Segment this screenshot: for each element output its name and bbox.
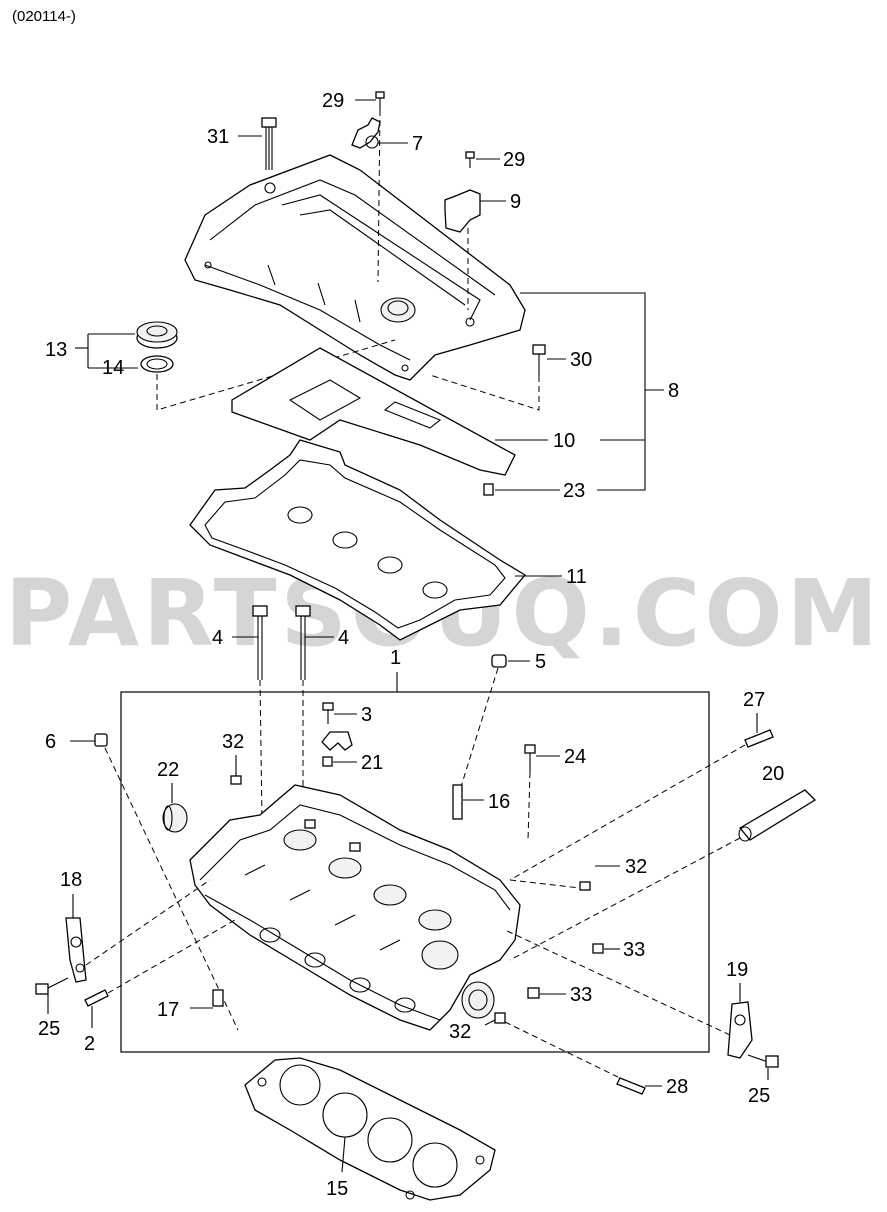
stud-icon xyxy=(212,989,224,1007)
cap-icon xyxy=(162,803,188,833)
bolt-icon xyxy=(295,605,311,680)
gasket-icon xyxy=(244,1057,496,1201)
callout-7: 7 xyxy=(412,133,423,155)
callout-29-top: 29 xyxy=(322,90,344,112)
callout-5: 5 xyxy=(535,651,546,673)
cylinder-head xyxy=(189,784,521,1031)
callout-20: 20 xyxy=(762,763,784,785)
callout-14: 14 xyxy=(102,357,124,379)
callout-31: 31 xyxy=(207,126,229,148)
callout-11: 11 xyxy=(566,566,587,588)
cap-icon xyxy=(491,654,507,668)
callout-15: 15 xyxy=(326,1178,348,1200)
cap-icon xyxy=(322,756,333,767)
bracket-icon xyxy=(65,917,87,983)
callout-32-bottom: 32 xyxy=(449,1021,471,1043)
nut-icon xyxy=(579,881,591,891)
bolt-icon xyxy=(35,977,69,995)
bolt-icon xyxy=(252,605,268,680)
bolt-icon xyxy=(524,744,536,772)
callout-2: 2 xyxy=(84,1033,95,1055)
callout-21: 21 xyxy=(361,752,383,774)
bracket-icon xyxy=(444,189,481,233)
callout-6: 6 xyxy=(45,731,56,753)
callout-17: 17 xyxy=(157,999,179,1021)
callout-28: 28 xyxy=(666,1076,688,1098)
bolt-icon xyxy=(747,1054,779,1068)
bracket-icon xyxy=(727,1001,753,1059)
bearing-cap xyxy=(321,731,353,751)
callout-33-upper: 33 xyxy=(623,939,645,961)
gasket-icon xyxy=(189,439,526,641)
callout-23: 23 xyxy=(563,480,585,502)
callout-18: 18 xyxy=(60,869,82,891)
callout-30: 30 xyxy=(570,349,592,371)
nut-icon xyxy=(230,775,242,785)
callout-3: 3 xyxy=(361,704,372,726)
bolt-icon xyxy=(322,702,334,724)
bracket-icon xyxy=(351,117,381,149)
callout-22: 22 xyxy=(157,759,179,781)
bolt-icon xyxy=(465,151,475,168)
stud-icon xyxy=(738,789,817,842)
callout-25-right: 25 xyxy=(748,1085,770,1107)
nut-icon xyxy=(94,733,108,747)
nut-icon xyxy=(527,987,540,999)
stud-icon xyxy=(616,1077,646,1095)
bolt-icon xyxy=(375,91,385,110)
callout-9: 9 xyxy=(510,191,521,213)
callout-16: 16 xyxy=(488,791,510,813)
stud-icon xyxy=(84,989,109,1007)
callout-19: 19 xyxy=(726,959,748,981)
assembly-box xyxy=(120,691,710,1053)
callout-13: 13 xyxy=(45,339,67,361)
baffle-plate xyxy=(231,347,516,476)
bolt-icon xyxy=(532,344,546,376)
callout-4-right: 4 xyxy=(338,627,349,649)
callout-24: 24 xyxy=(564,746,586,768)
stud-icon xyxy=(452,784,463,820)
gasket-icon xyxy=(140,355,174,373)
nut-icon xyxy=(494,1012,506,1024)
cylinder-head-cover xyxy=(184,154,526,381)
callout-32-top: 32 xyxy=(222,731,244,753)
callout-4-left: 4 xyxy=(212,627,223,649)
bolt-icon xyxy=(483,483,494,496)
nut-icon xyxy=(592,943,604,954)
bolt-icon xyxy=(261,117,277,170)
callout-8: 8 xyxy=(668,380,679,402)
callout-33-lower: 33 xyxy=(570,984,592,1006)
callout-25-left: 25 xyxy=(38,1018,60,1040)
callout-29-right: 29 xyxy=(503,149,525,171)
stud-icon xyxy=(744,729,774,748)
cap-icon xyxy=(136,321,178,349)
diagram-code: (020114-) xyxy=(12,8,76,25)
callout-27: 27 xyxy=(743,689,765,711)
callout-1: 1 xyxy=(390,647,401,669)
callout-10: 10 xyxy=(553,430,575,452)
callout-32-right: 32 xyxy=(625,856,647,878)
